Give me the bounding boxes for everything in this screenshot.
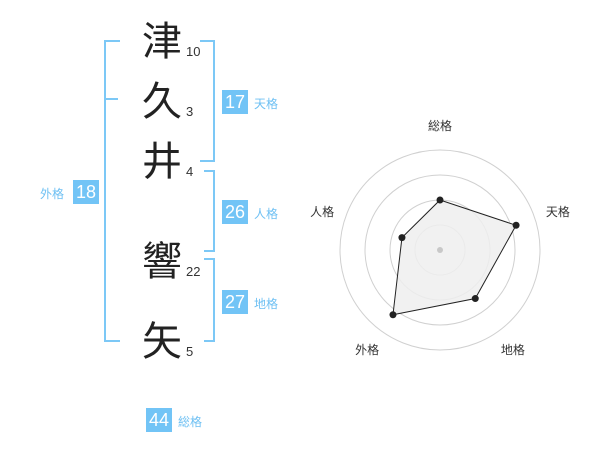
radar-points	[389, 196, 520, 319]
radar-axis-label-tenkaku: 天格	[545, 204, 570, 219]
radar-point-1	[436, 196, 444, 204]
soukaku-badge: 44	[146, 408, 172, 432]
chikaku-label: 地格	[254, 297, 279, 311]
soukaku-label: 総格	[178, 415, 203, 429]
name-char-3: 井	[142, 139, 182, 185]
radar-grid-ring	[339, 149, 541, 351]
chikaku-bracket	[204, 258, 215, 342]
jinkaku-label: 人格	[254, 207, 279, 221]
gaikaku-badge: 18	[73, 180, 99, 204]
radar-center-dot	[437, 247, 443, 253]
name-char-1: 津	[142, 19, 182, 65]
gaikaku-bracket-tick	[104, 98, 118, 100]
stroke-count-1: 10	[186, 44, 201, 59]
gaikaku-label: 外格	[40, 187, 65, 201]
radar-point-4	[389, 311, 397, 319]
radar-point-3	[471, 295, 479, 303]
gaikaku-bracket	[104, 40, 120, 342]
stroke-count-3: 4	[186, 164, 194, 179]
radar-axis-label-gaikaku: 外格	[355, 343, 380, 358]
name-char-5: 矢	[142, 319, 182, 365]
jinkaku-bracket	[204, 170, 215, 252]
stroke-count-4: 22	[186, 264, 201, 279]
stroke-count-5: 5	[186, 344, 194, 359]
radar-axis-label-chikaku: 地格	[500, 343, 525, 358]
radar-point-2	[512, 221, 520, 229]
stroke-count-2: 3	[186, 104, 194, 119]
tenkaku-bracket	[200, 40, 215, 162]
radar-point-5	[398, 234, 406, 242]
name-char-2: 久	[142, 79, 182, 125]
name-char-4: 響	[142, 239, 182, 285]
radar-grid-ring	[364, 174, 516, 326]
jinkaku-badge: 26	[222, 200, 248, 224]
radar-axis-label-jinkaku: 人格	[310, 204, 335, 219]
tenkaku-label: 天格	[254, 97, 279, 111]
radar-axis-label-soukaku: 総格	[428, 119, 453, 133]
radar-series-area	[392, 199, 517, 316]
chikaku-badge: 27	[222, 290, 248, 314]
tenkaku-badge: 17	[222, 90, 248, 114]
